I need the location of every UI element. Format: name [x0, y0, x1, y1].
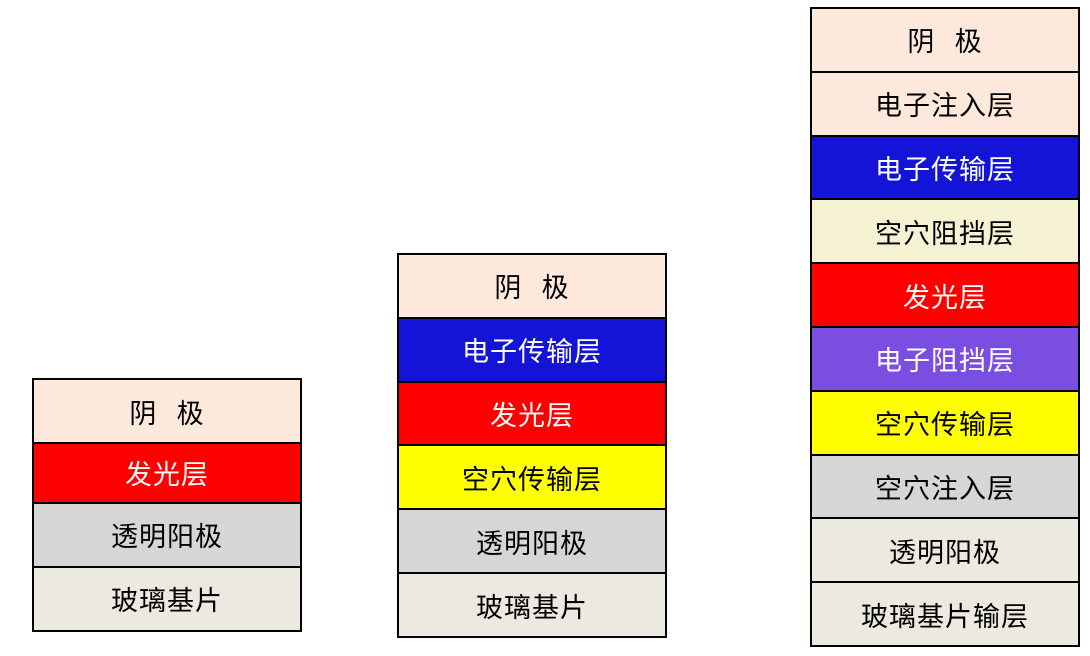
layer-cathode: 阴 极	[34, 380, 300, 443]
layer-glass-substrate: 玻璃基片	[34, 565, 300, 631]
layer-transparent-anode: 透明阳极	[34, 501, 300, 566]
layer-transparent-anode: 透明阳极	[399, 508, 665, 573]
layer-hole-transport: 空穴传输层	[812, 389, 1078, 454]
layer-hole-injection: 空穴注入层	[812, 453, 1078, 518]
layer-electron-blocking: 电子阻挡层	[812, 325, 1078, 390]
layer-emissive: 发光层	[399, 380, 665, 445]
layer-hole-blocking: 空穴阻挡层	[812, 198, 1078, 263]
stack-three-layer: 阴 极 电子传输层 发光层 空穴传输层 透明阳极 玻璃基片	[397, 253, 667, 638]
stack-single-layer: 阴 极 发光层 透明阳极 玻璃基片	[32, 378, 302, 632]
layer-cathode: 阴 极	[812, 9, 1078, 71]
layer-emissive: 发光层	[34, 442, 300, 502]
layer-hole-transport: 空穴传输层	[399, 444, 665, 509]
layer-emissive: 发光层	[812, 262, 1078, 326]
layer-electron-transport: 电子传输层	[399, 316, 665, 381]
layer-electron-injection: 电子注入层	[812, 70, 1078, 135]
layer-cathode: 阴 极	[399, 255, 665, 317]
layer-electron-transport: 电子传输层	[812, 134, 1078, 199]
stack-multi-layer: 阴 极 电子注入层 电子传输层 空穴阻挡层 发光层 电子阻挡层 空穴传输层 空穴…	[810, 7, 1080, 647]
layer-glass-substrate: 玻璃基片输层	[812, 581, 1078, 645]
layer-glass-substrate: 玻璃基片	[399, 572, 665, 636]
layer-transparent-anode: 透明阳极	[812, 517, 1078, 582]
